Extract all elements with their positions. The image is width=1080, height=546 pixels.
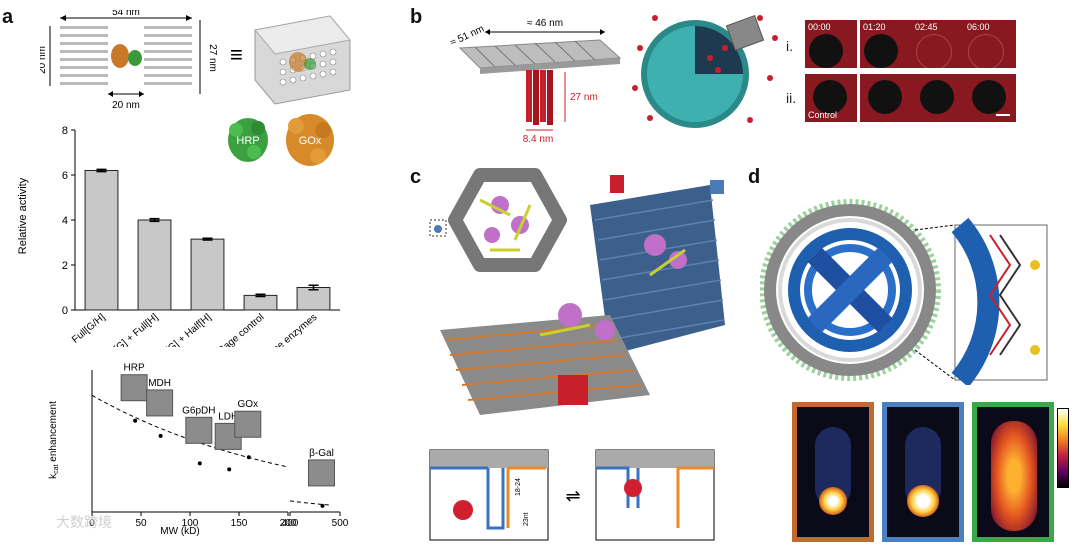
- microscopy-tile-i-1: 00:00: [805, 20, 857, 68]
- imaging-frame-3: [972, 402, 1054, 542]
- enzyme-micrograph: [308, 459, 335, 487]
- hrp-label: HRP: [236, 135, 259, 147]
- cage-stripes: [60, 26, 192, 85]
- liposome-origami-render: [760, 199, 1048, 385]
- scatter-x-tick-label: 50: [135, 518, 147, 529]
- cage-height-right: 27 nm: [207, 44, 218, 72]
- gox-label: GOx: [299, 135, 322, 147]
- microscopy-tile-ii-3: [912, 74, 964, 122]
- bar-y-tick-label: 8: [62, 125, 68, 137]
- imaging-frame-2: [882, 402, 964, 542]
- scatter-point-label: G6pDH: [182, 405, 215, 416]
- open-origami-sheet: [440, 175, 725, 415]
- equilibrium-arrow: ⇌: [565, 486, 580, 506]
- origami-cross: [788, 228, 912, 352]
- channel-height-label: 27 nm: [570, 92, 598, 103]
- imaging-frame-1: [792, 402, 874, 542]
- scatter-x-tick-label: 200: [280, 518, 297, 529]
- bar-y-tick-label: 2: [62, 260, 68, 272]
- scatter-point: [197, 461, 202, 466]
- bar-category-label: Half[G] + Half[H]: [150, 312, 213, 347]
- microscopy-tile-i-2: 01:20: [860, 20, 912, 68]
- scatter-point-label: HRP: [124, 363, 145, 374]
- scatter-x-tick-label: 400: [282, 518, 299, 529]
- bar: [84, 170, 119, 311]
- row-label-i: i.: [786, 38, 793, 54]
- enzyme-micrograph: [234, 410, 262, 438]
- trend-curve-right: [289, 500, 331, 506]
- cage-3d-render: [254, 15, 351, 105]
- row-label-ii: ii.: [786, 90, 797, 106]
- membrane-channel: [725, 15, 765, 51]
- dna-cage-schematic: 54 nm 20 nm 27 nm 20 nm ≡: [40, 10, 351, 111]
- panel-label-a: a: [2, 6, 14, 28]
- cage-inner-width: 20 nm: [112, 100, 140, 111]
- vesicle-with-channel: [632, 15, 778, 128]
- lock-mechanism-diagram: 18-24 23nt ⇌: [429, 449, 715, 541]
- microscopy-tile-ii-2: [860, 74, 912, 122]
- scatter-x-tick-label: 100: [182, 518, 199, 529]
- scatter-point: [227, 467, 232, 472]
- enzyme-micrograph: [120, 374, 148, 402]
- scatter-point-label: GOx: [238, 399, 259, 410]
- microscopy-tile-ii-4: [964, 74, 1016, 122]
- dna-channel: [526, 70, 553, 125]
- scatter-point-label: MDH: [148, 378, 171, 389]
- relative-activity-bar-chart: Relative activity 0 2 4 6 8Full[G/H]Full[G] …: [17, 125, 340, 347]
- bar-ylabel: Relative activity: [17, 177, 29, 254]
- cage-height-left: 20 nm: [40, 46, 48, 74]
- scatter-point: [246, 455, 251, 460]
- enzyme-structures: HRP GOx: [228, 114, 334, 166]
- scatter-x-tick-label: 0: [89, 518, 95, 529]
- scatter-x-tick-label: 500: [332, 518, 349, 529]
- bar-y-tick-label: 0: [62, 305, 68, 317]
- bar-y-tick-label: 6: [62, 170, 68, 182]
- strand-length-a: 18-24: [515, 478, 522, 496]
- bar-y-tick-label: 4: [62, 215, 68, 227]
- hrp-structure-icon: [228, 118, 268, 162]
- bar: [190, 238, 225, 311]
- kcat-enhancement-plot: kcat enhancement MW (kD) 0 50 100 150 200400…: [48, 363, 349, 537]
- intensity-colorbar: [1057, 408, 1069, 488]
- zoom-inset: [951, 217, 1048, 385]
- platform-length-a: ≈ 51 nm: [449, 24, 486, 49]
- bar-category-label: Full[G/H]: [70, 312, 107, 346]
- scatter-point: [320, 503, 325, 508]
- scatter-x-tick-label: 150: [231, 518, 248, 529]
- dna-platform: [458, 39, 622, 74]
- dna-platform-schematic: ≈ 51 nm ≈ 46 nm 27 nm 8.4 nm: [449, 18, 622, 145]
- cage-width-label: 54 nm: [112, 10, 140, 18]
- panel-label-d: d: [748, 166, 761, 188]
- scatter-ylabel: kcat enhancement: [48, 401, 60, 479]
- panel-label-c: c: [410, 166, 422, 188]
- enzyme-micrograph: [185, 416, 213, 444]
- panel-label-b: b: [410, 6, 423, 28]
- watermark-text: 大数跨境: [56, 514, 112, 530]
- scatter-point-label: β-Gal: [309, 448, 334, 459]
- equivalence-symbol: ≡: [230, 42, 243, 67]
- scale-bar: [996, 114, 1010, 116]
- bar: [296, 287, 331, 311]
- channel-diameter-label: 8.4 nm: [523, 134, 554, 145]
- strand-length-b: 23nt: [523, 512, 530, 526]
- bar-category-label: Free enzymes: [264, 312, 320, 347]
- bar: [243, 294, 278, 311]
- gox-structure-icon: [286, 114, 334, 166]
- dna-origami-box-render: [429, 168, 725, 415]
- platform-length-b: ≈ 46 nm: [527, 18, 563, 29]
- scatter-point: [133, 418, 138, 423]
- microscopy-tile-i-4: 06:00: [964, 20, 1016, 68]
- bar-category-label: Cage control: [216, 312, 267, 347]
- bar: [137, 219, 172, 311]
- microscopy-tile-i-3: 02:45: [912, 20, 964, 68]
- scatter-point-label: LDH: [218, 411, 238, 422]
- enzyme-micrograph: [146, 389, 174, 417]
- scatter-point: [158, 433, 163, 438]
- microscopy-tile-ii-1: Control: [805, 74, 857, 122]
- scatter-xlabel: MW (kD): [160, 526, 199, 537]
- hexagonal-cage: [429, 168, 567, 272]
- bar-category-label: Full[G] + Full[H]: [100, 312, 161, 347]
